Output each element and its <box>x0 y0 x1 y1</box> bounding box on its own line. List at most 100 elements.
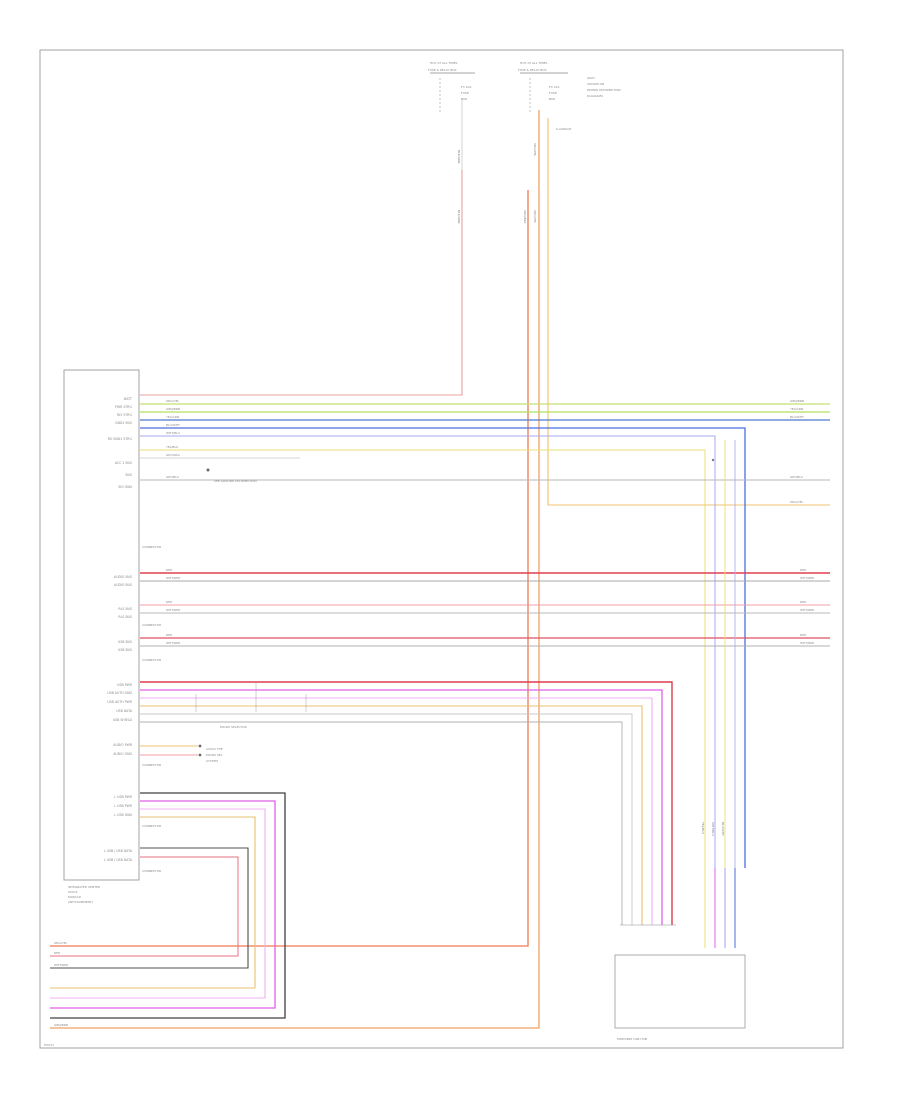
wire-tag: ORG/YEL <box>533 210 537 224</box>
wire-tag: RED <box>166 600 173 604</box>
module-pins-group-8: L USB / USB DATA L USB / USB DATA CONNEC… <box>104 849 161 873</box>
connector-label: CONNECTOR <box>142 658 161 662</box>
wire-tag: GRN/BRN <box>166 407 180 411</box>
wire-tag: WHT/BLU <box>711 822 715 836</box>
module-pins-group-2: AUDIO BUS AUDIO BUS <box>114 575 132 587</box>
wire-tag: ORG/YEL <box>790 500 804 504</box>
fuse-right-line-1: F4 15A <box>549 85 560 89</box>
diagram-code: HX031 <box>44 1043 54 1047</box>
pin-label: BATT <box>124 397 132 401</box>
wires-group-1: ORG/YEL GRN/BRN YEL/GRN BLU/WHT WHT/BLU … <box>140 399 830 868</box>
wire-tag: WHT/RED <box>166 641 181 645</box>
pin-label: AUDIO PWR <box>113 743 133 747</box>
wire-tag: RED <box>166 633 173 637</box>
wire-tag: BLK/GRN <box>457 150 461 163</box>
wire-tag: YEL/GRN <box>790 407 803 411</box>
wire-tag: YEL/GRN <box>166 415 179 419</box>
wire-tag: BLK/GRN <box>457 210 461 223</box>
splice-label: S-ASPLICE <box>556 127 571 131</box>
connector-label: CONNECTOR <box>142 824 161 828</box>
wire-orange-trunk: ORG/YEL ORG/BLK ORG/YEL <box>50 110 830 1029</box>
pin-label: L USB PWR <box>114 804 132 808</box>
fuse-right-note-1: GRAY <box>587 76 595 80</box>
wire-tag: RED <box>800 568 807 572</box>
pin-label: USB DATA <box>116 709 133 713</box>
wires-group-7 <box>50 792 286 1019</box>
module-name: INTEGRATED CENTER STACK MODULE (INFOTAIN… <box>68 885 100 904</box>
pin-label: GND1 BUS <box>115 421 132 425</box>
fuse-block-left: HOT AT ALL TIMES FUSE & RELAY BOX F3 10A… <box>428 61 475 112</box>
ground-point-icon <box>198 753 202 757</box>
fuse-right-note-2: SHOWN ON <box>587 82 604 86</box>
wire-tag: WHT/RED <box>54 963 69 967</box>
module-name-line-2: STACK <box>68 890 79 894</box>
pin-label: PWR STRG <box>115 405 132 409</box>
fuse-left-title: HOT AT ALL TIMES <box>430 61 458 65</box>
module-name-line-1: INTEGRATED CENTER <box>68 885 100 889</box>
wire-tag: GRY/BLU <box>166 475 179 479</box>
usb-port-note-1: AUDIO THE <box>206 747 223 751</box>
fuse-left-line-2: FUSE <box>461 91 469 95</box>
infotainment-module-box <box>63 369 140 881</box>
wire-tag: BLU/WHT <box>166 423 180 427</box>
wire-tag: RED <box>54 951 61 955</box>
wire-tag: GRN/BRN <box>790 399 804 403</box>
fuse-right-note-4: DIAGRAMS <box>587 94 603 98</box>
wire-tag: BLU/WHT <box>790 415 804 419</box>
usb-port-note-3: SYSTEM <box>206 759 218 763</box>
pin-label: RLY STRG <box>117 413 133 417</box>
connector-label: CONNECTOR <box>142 763 161 767</box>
pin-label: USB PWR <box>117 683 133 687</box>
pin-label: AUDIO BUS <box>114 583 132 587</box>
wires-group-5-usb: MICRO SELECTOR <box>140 681 673 925</box>
module-pins-group-7: L USB PWR L USB PWR L USB GND CONNECTOR <box>114 795 161 828</box>
usb-port-note-2: MICRO SEL <box>206 753 223 757</box>
wire-tag: YEL/BLU <box>166 445 178 449</box>
pin-label: L USB GND <box>114 813 132 817</box>
fuse-left-sub: FUSE & RELAY BOX <box>428 68 457 72</box>
pin-label: L USB / USB DATA <box>104 858 133 862</box>
module-pins-group-1: BATT PWR STRG RLY STRG GND1 BUS RS GND1 … <box>108 397 161 549</box>
wire-tag: WHT/RED <box>800 641 815 645</box>
fuse-left-line-3: BOX <box>461 97 467 101</box>
diagram-border <box>39 49 844 1049</box>
wire-batt-feed: BLK/GRN BLK/GRN <box>140 100 463 396</box>
pin-label: BUS <box>125 473 132 477</box>
wire-tag: GRY/ORG <box>166 453 181 457</box>
fuse-right-title: HOT AT ALL TIMES <box>520 61 548 65</box>
fuse-block-right: HOT AT ALL TIMES FUSE & RELAY BOX F4 15A… <box>518 61 621 131</box>
module-pins-group-5: USB PWR USB AUTH GND USB AUTH PWR USB DA… <box>107 683 133 722</box>
wire-tag: GRY/BLU <box>790 475 803 479</box>
pin-label: USB AUTH GND <box>107 691 132 695</box>
wires-hub-right: YEL/BLU WHT/BLU BLU/WHT <box>701 440 736 948</box>
ground-point-icon <box>206 468 210 472</box>
jumper-note: MICRO SELECTOR <box>220 725 247 729</box>
module-name-line-4: (INFOTAINMENT) <box>68 900 93 904</box>
wire-tag: ORG/YEL <box>166 399 180 403</box>
fuse-right-sub: FUSE & RELAY BOX <box>518 68 547 72</box>
wire-tag: RED <box>800 633 807 637</box>
wire-tag: WHT/RED <box>800 608 815 612</box>
pin-label: SIG GND <box>118 485 132 489</box>
wire-tag: WHT/RED <box>800 576 815 580</box>
usb-hub-name: PORTABLE USB HUB <box>617 1037 647 1041</box>
connector-label: CONNECTOR <box>142 545 161 549</box>
fuse-right-line-2: FUSE <box>549 91 557 95</box>
wire-tag: ORG/BLK <box>523 210 527 225</box>
pin-label: RLS BUS <box>118 607 132 611</box>
wire-tag: WHT/RED <box>166 608 181 612</box>
module-pins-group-4: USB BUS USB BUS CONNECTOR <box>118 640 161 662</box>
pin-label: USB SHIELD <box>113 718 133 722</box>
pin-label: AUDIO GND <box>113 752 132 756</box>
module-pins-group-6: AUDIO PWR AUDIO GND CONNECTOR <box>113 743 161 767</box>
wire-tag: WHT/BLU <box>166 431 180 435</box>
wires-group-6-audio: AUDIO THE MICRO SEL SYSTEM <box>140 744 223 763</box>
pin-label: L USB PWR <box>114 795 132 799</box>
wire-tag: ORG/YEL <box>54 941 68 945</box>
portable-usb-hub: PORTABLE USB HUB <box>614 924 746 1041</box>
pin-label: USB BUS <box>118 648 132 652</box>
wire-tag: WHT/RED <box>166 576 181 580</box>
pin-label: ACC 1 BUS <box>115 461 132 465</box>
